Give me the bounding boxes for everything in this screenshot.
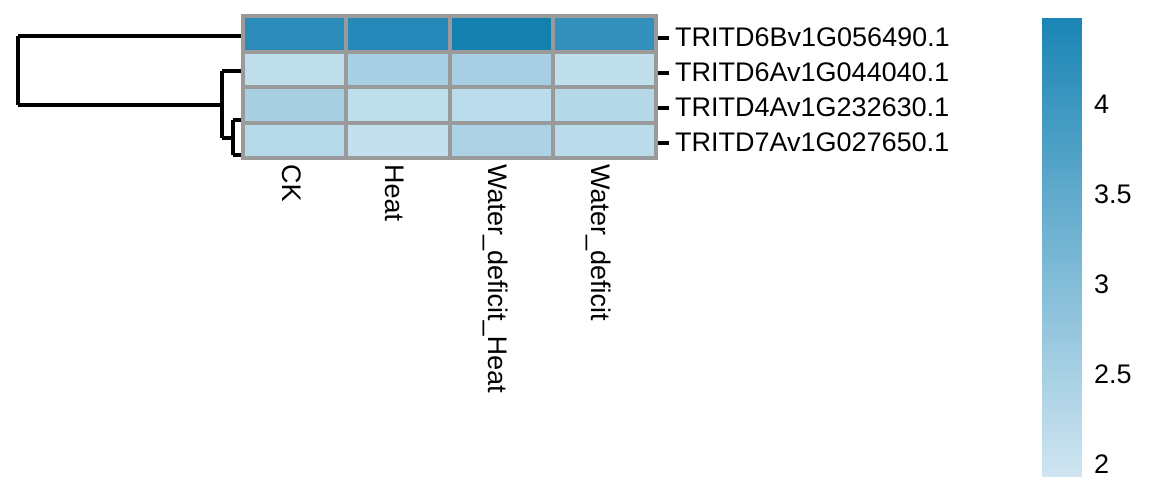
row-labels: TRITD6Bv1G056490.1 TRITD6Av1G044040.1 TR… — [675, 14, 1035, 164]
column-labels: CK Heat Water_deficit_Heat Water_deficit — [241, 164, 661, 477]
heatmap-cell-r4c4 — [554, 124, 654, 156]
heatmap-cell-r2c3 — [451, 53, 551, 85]
colorbar-tick-2-5: 2.5 — [1094, 359, 1132, 389]
heatmap-cells — [245, 18, 654, 156]
row-tick-marks — [658, 14, 672, 160]
heatmap-cell-r2c4 — [554, 53, 654, 85]
colorbar-tick-labels: 4 3.5 3 2.5 2 — [1094, 18, 1170, 479]
colorbar-legend: 4 3.5 3 2.5 2 — [1042, 18, 1170, 479]
heatmap-cell-r1c2 — [348, 18, 448, 50]
heatmap-grid — [241, 14, 658, 160]
heatmap-cell-r2c1 — [245, 53, 345, 85]
dendrogram-svg — [16, 34, 241, 157]
colorbar-tick-4: 4 — [1094, 89, 1110, 119]
colorbar-tick-2: 2 — [1094, 449, 1110, 479]
row-label-1: TRITD6Bv1G056490.1 — [675, 22, 950, 52]
row-label-3: TRITD4Av1G232630.1 — [675, 92, 950, 122]
heatmap-cell-r3c4 — [554, 89, 654, 121]
colorbar-tick-3: 3 — [1094, 269, 1110, 299]
heatmap-cell-r1c3 — [451, 18, 551, 50]
row-label-4: TRITD7Av1G027650.1 — [675, 127, 950, 157]
row-tick-1 — [658, 36, 669, 40]
column-label-heat: Heat — [379, 164, 409, 222]
heatmap-cell-r3c2 — [348, 89, 448, 121]
row-tick-2 — [658, 71, 669, 75]
row-label-2: TRITD6Av1G044040.1 — [675, 57, 950, 87]
row-tick-4 — [658, 141, 669, 145]
heatmap-cell-r4c1 — [245, 124, 345, 156]
colorbar-gradient — [1042, 18, 1082, 477]
row-tick-3 — [658, 106, 669, 110]
heatmap-cell-r4c3 — [451, 124, 551, 156]
column-label-water-deficit: Water_deficit — [585, 164, 615, 321]
colorbar-tick-3-5: 3.5 — [1094, 179, 1132, 209]
column-label-water-deficit-heat: Water_deficit_Heat — [482, 164, 512, 393]
heatmap-cell-r4c2 — [348, 124, 448, 156]
heatmap-cell-r3c1 — [245, 89, 345, 121]
heatmap-cell-r1c4 — [554, 18, 654, 50]
column-label-ck: CK — [276, 164, 306, 202]
heatmap-cell-r3c3 — [451, 89, 551, 121]
row-dendrogram — [0, 0, 245, 160]
heatmap-cell-r1c1 — [245, 18, 345, 50]
heatmap-cell-r2c2 — [348, 53, 448, 85]
